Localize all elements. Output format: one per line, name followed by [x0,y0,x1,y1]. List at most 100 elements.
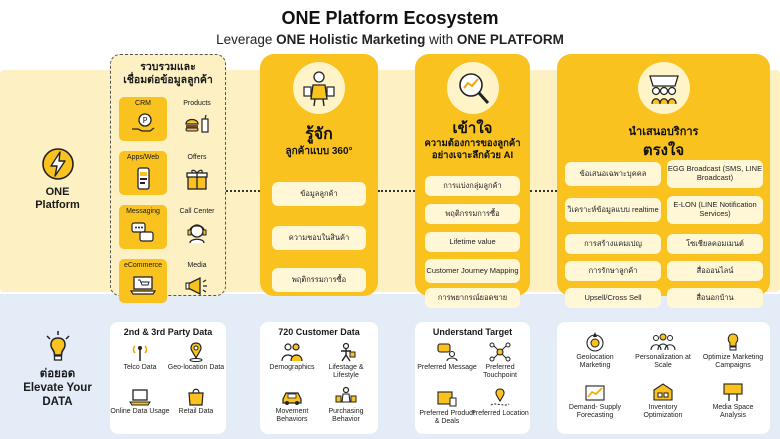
hand-coin-icon: P [130,113,156,137]
target-item-product: Preferred Product & Deals [417,388,477,426]
product-tag-icon [417,388,477,408]
understand-pill-3: Lifetime value [425,232,520,252]
offer-left-pill-4: การรักษาลูกค้า [565,261,661,281]
laptop-icon [110,386,170,406]
party-item-geo-label: Geo-location Data [167,364,225,371]
customer-item-lifestyle: Lifestage & Lifestyle [316,342,376,380]
solution-item-personalization: Personalization at Scale [631,332,695,370]
target-item-touchpoint-label: Preferred Touchpoint [483,364,517,380]
source-call-center: Call Center [173,205,221,249]
solution-item-optimize: Optimize Marketing Campaigns [699,332,767,370]
location-pin-icon [166,342,226,362]
target-pin-icon [563,332,627,352]
headset-agent-icon [185,221,209,247]
offer-right-pill-2: E-LON (LINE Notification Services) [667,196,763,224]
magnifier-chart-icon [446,62,499,114]
understand-pill-5: การพยากรณ์ยอดขาย [425,288,520,308]
antenna-icon [110,342,170,362]
billboard-icon [699,382,767,402]
know-pill-1: ข้อมูลลูกค้า [272,182,366,206]
offer-left-pill-3: การสร้างแคมเปญ [565,234,661,254]
customer-item-purchasing-label: Purchasing Behavior [328,408,364,424]
offer-heading-2: ตรงใจ [642,142,685,159]
laptop-cart-icon [129,275,157,299]
data-sources-title-1: รวบรวมและ [140,61,196,73]
offer-heading-1: นำเสนอบริการ [628,126,699,138]
understand-pill-4: Customer Journey Mapping [425,259,520,283]
crowd-icon [631,332,695,352]
party-item-online-label: Online Data Usage [110,408,170,415]
page-title: ONE Platform Ecosystem [281,8,499,28]
elevate-block: ต่อยอด Elevate Your DATA [10,330,105,409]
connector-1 [226,190,260,192]
panel-understand-target-title: Understand Target [432,327,513,337]
data-sources-title: รวบรวมและ เชื่อมต่อข้อมูลลูกค้า [111,61,225,87]
offer-right-pill-4: สื่อออนไลน์ [667,261,763,281]
solution-item-optimize-label: Optimize Marketing Campaigns [702,354,764,370]
subtitle-prefix: Leverage [216,32,277,47]
car-icon [262,386,322,406]
target-item-product-label: Preferred Product & Deals [419,410,475,426]
understand-pill-1: การแบ่งกลุ่มลูกค้า [425,176,520,196]
chat-bubbles-icon [130,221,156,245]
one-platform-block: ONE Platform [10,146,105,212]
party-item-telco: Telco Data [110,342,170,372]
know-pill-3: พฤติกรรมการซื้อ [272,268,366,292]
source-apps-web-label: Apps/Web [126,154,160,161]
subtitle-bold-2: ONE PLATFORM [456,32,564,47]
connector-3 [530,190,557,192]
source-messaging-label: Messaging [126,208,160,215]
solution-item-geolocation-label: Geolocation Marketing [576,354,614,370]
solution-item-forecasting: Demand- Supply Forecasting [563,382,627,420]
lifestyle-icon [316,342,376,362]
panel-party-data-title: 2nd & 3rd Party Data [123,327,213,337]
subtitle-mid: with [425,32,457,47]
source-offers-label: Offers [187,154,207,161]
shopper-bags-icon [316,386,376,406]
lightning-icon [10,146,105,182]
target-item-location-label: Preferred Location [471,410,529,417]
customer-item-movement-label: Movement Behaviors [275,408,309,424]
data-sources-title-2: เชื่อมต่อข้อมูลลูกค้า [123,74,213,87]
network-icon [470,342,530,362]
panel-solutions: Geolocation Marketing Personalization at… [557,322,770,434]
warehouse-icon [631,382,695,402]
forecast-icon [563,382,627,402]
bulb-target-icon [699,332,767,352]
know-heading-1: รู้จัก [305,126,333,143]
source-apps-web: Apps/Web [119,151,167,195]
column-understand: เข้าใจ ความต้องการของลูกค้า อย่างเจาะลึก… [415,54,530,296]
offer-left-pill-2: วิเคราะห์ข้อมูลแบบ realtime [565,198,661,222]
source-products: Products [173,97,221,141]
connector-2 [378,190,415,192]
party-item-retail: Retail Data [166,386,226,416]
offer-left-pill-1: ข้อเสนอเฉพาะบุคคล [565,162,661,186]
panel-customer-data-title: 720 Customer Data [278,327,360,337]
source-offers: Offers [173,151,221,195]
understand-heading-2: ความต้องการของลูกค้า [424,138,521,149]
solution-item-forecasting-label: Demand- Supply Forecasting [568,404,622,420]
route-pin-icon [470,388,530,408]
target-item-location: Preferred Location [470,388,530,418]
customer-item-lifestyle-label: Lifestage & Lifestyle [328,364,364,380]
shopper-icon [293,62,345,114]
bulb-icon [10,330,105,364]
elevate-label-3: DATA [42,395,73,408]
one-platform-label-2: Platform [35,199,80,212]
customer-item-demographics-label: Demographics [269,364,315,371]
source-ecommerce: eCommerce [119,259,167,303]
panel-understand-target: Understand Target Preferred Message Pref… [415,322,530,434]
party-item-online: Online Data Usage [110,386,170,416]
elevate-label-2: Elevate Your [23,381,92,394]
message-user-icon [417,342,477,362]
source-media: Media [173,259,221,303]
page-subtitle: Leverage ONE Holistic Marketing with ONE… [0,32,780,47]
offer-right-pill-5: สื่อนอกบ้าน [667,288,763,308]
solution-item-media-space-label: Media Space Analysis [712,404,754,420]
offer-right-pill-1: EGG Broadcast (SMS, LINE Broadcast) [667,160,763,188]
source-call-center-label: Call Center [179,208,215,215]
svg-text:P: P [143,116,148,125]
customer-item-movement: Movement Behaviors [262,386,322,424]
gift-icon [185,167,209,193]
elevate-label-1: ต่อยอด [39,368,76,380]
